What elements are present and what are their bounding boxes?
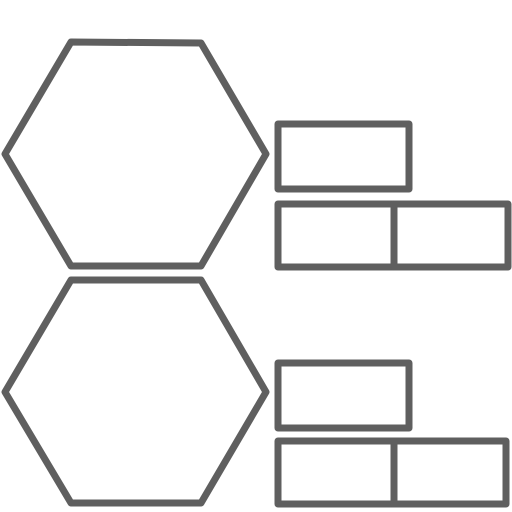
brick-bottom-right-upper — [390, 200, 512, 271]
brick-top-upper — [274, 120, 413, 193]
brick-bottom-left-upper — [274, 200, 398, 271]
hexagon-upper — [1, 38, 270, 270]
brick-top-lower — [274, 359, 413, 432]
brick-bottom-left-lower — [274, 437, 398, 508]
shape-group-upper — [1, 38, 512, 271]
hexagon-lower — [1, 276, 270, 507]
shape-group-lower — [1, 276, 510, 508]
brick-bottom-right-lower — [390, 437, 510, 508]
